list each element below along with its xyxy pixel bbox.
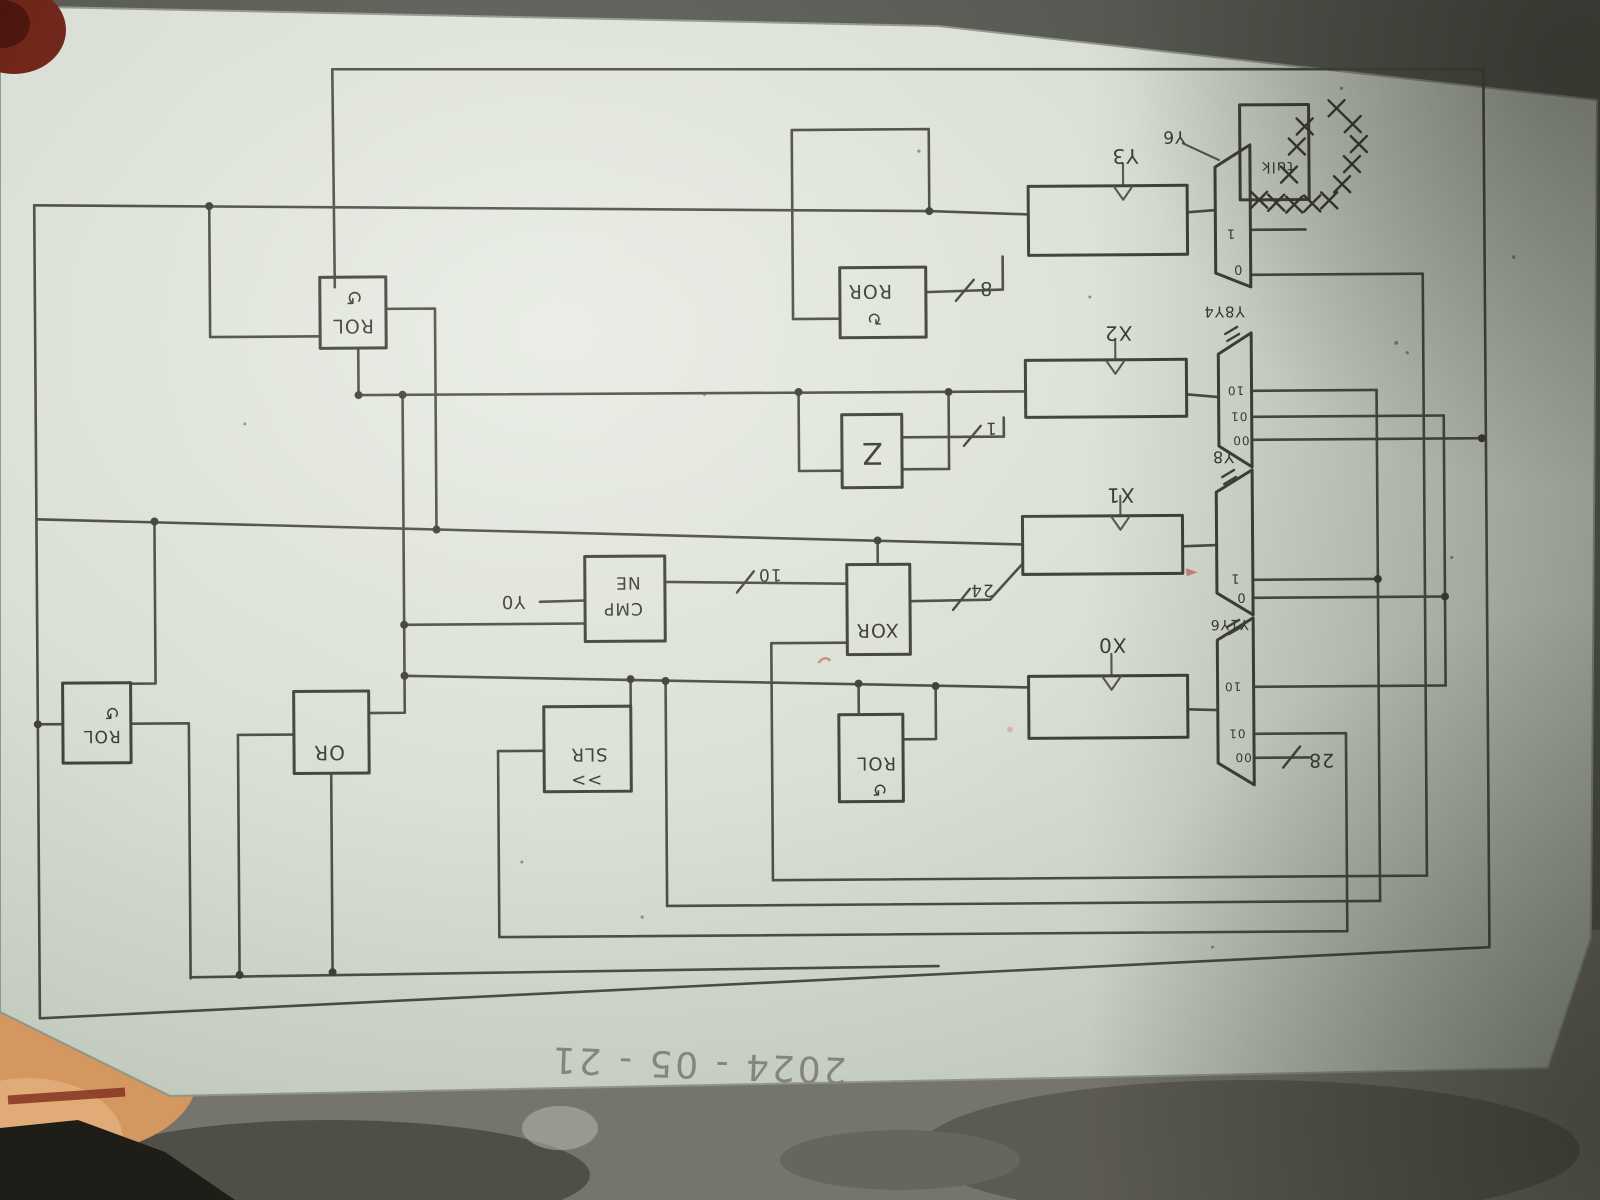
bottom-right-shading bbox=[1080, 600, 1600, 1200]
top-right-shading bbox=[1130, 0, 1600, 490]
